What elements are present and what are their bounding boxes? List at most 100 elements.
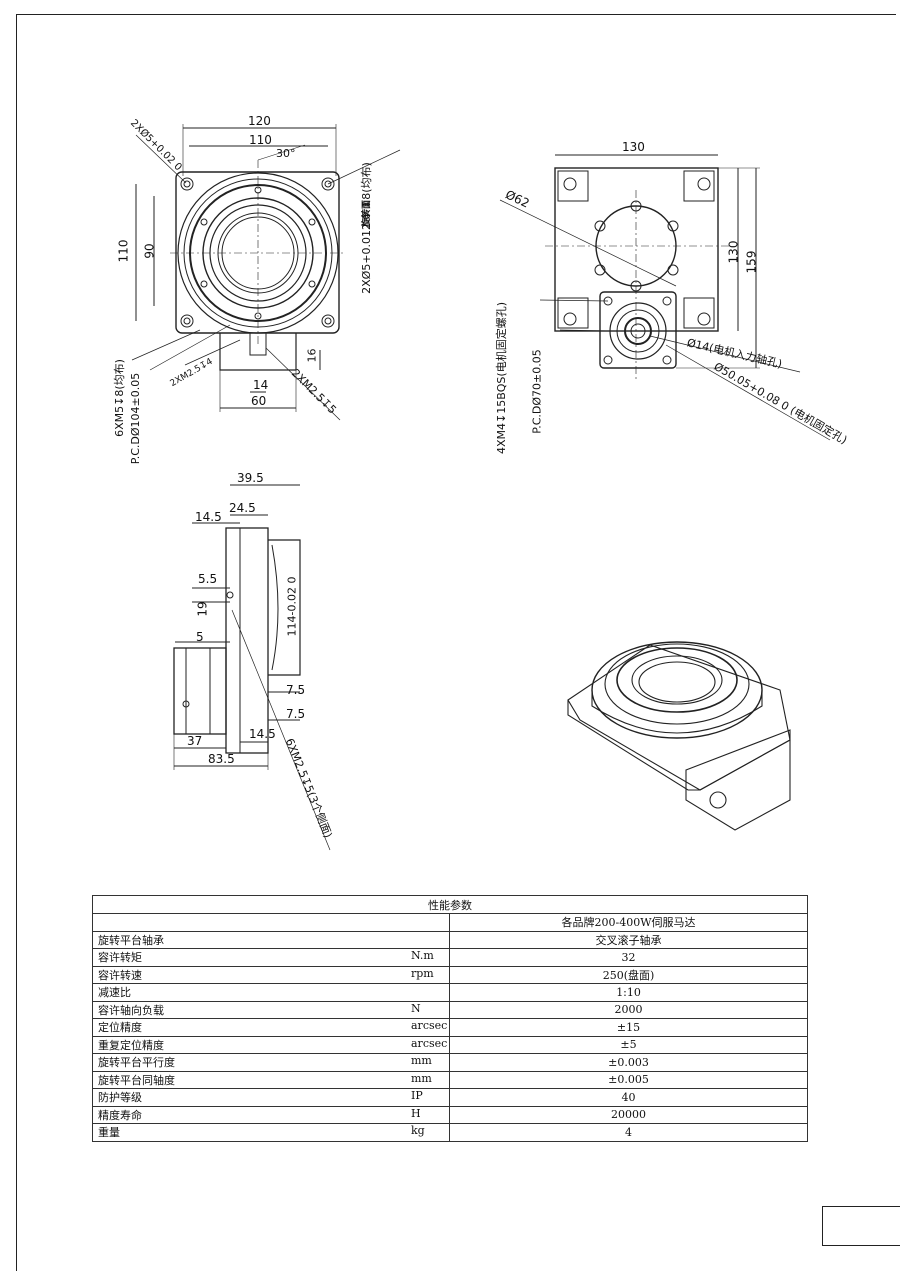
spec-row: 减速比 1:10 [91,983,808,1002]
dim-height-130: 130 [726,240,741,264]
note-threads-6: 6XM5↧8(均布) [112,359,126,437]
spec-value: 20000 [449,1105,808,1124]
spec-value: ±0.005 [449,1070,808,1089]
spec-row: 重复定位精度 arcsec±5 [91,1035,808,1054]
spec-label: 旋转平台平行度 [98,1056,175,1070]
dim-14-5-bottom: 14.5 [249,727,276,741]
spec-unit: mm [411,1054,432,1068]
note-marker: 旋转面 [362,199,373,228]
spec-table: 性能参数 各品牌200-400W伺服马达 旋转平台轴承 交叉滚子轴承容许转矩 N.m… [91,895,808,1142]
spec-header-empty [91,913,451,932]
spec-row-label-cell: 防护等级 IP [91,1088,451,1107]
spec-value: 40 [449,1088,808,1107]
top-right-view [499,154,831,441]
spec-unit: H [411,1106,421,1120]
spec-row: 旋转平台平行度 mm ±0.003 [91,1053,808,1072]
note-pin-holes-right: 2XØ5+0.012 0 ↧8(均布) [359,162,373,294]
dim-hole-spacing: 110 [249,133,272,147]
spec-row-label-cell: 减速比 [91,983,451,1002]
spec-value: ±5 [449,1035,808,1054]
spec-value: 交叉滚子轴承 [449,930,808,949]
spec-label: 旋转平台同轴度 [98,1073,175,1087]
spec-row-label-cell: 重复定位精度 arcsec [91,1035,451,1054]
drawing-labels: 120 110 30° 110 90 60 14 16 2XØ5+0.02 0 … [112,114,850,840]
spec-title: 性能参数 [92,895,808,914]
spec-label: 重量 [98,1126,120,1140]
spec-unit: arcsec [411,1036,448,1050]
spec-label: 减速比 [98,986,131,1000]
spec-row: 旋转平台同轴度 mm ±0.005 [91,1070,808,1089]
spec-unit: mm [411,1071,432,1085]
side-view [173,484,331,851]
spec-value: 4 [449,1123,808,1142]
spec-value: ±15 [449,1018,808,1037]
spec-label: 容许转矩 [98,951,142,965]
note-side-threads: 6XM2.5↧5(3个侧面) [282,736,335,840]
spec-row: 重量 kg 4 [91,1123,808,1142]
spec-row-label-cell: 重量 kg [91,1123,451,1142]
spec-label: 旋转平台轴承 [98,933,164,947]
spec-header-value: 各品牌200-400W伺服马达 [449,913,808,932]
dim-114: 114-0.02 0 [285,576,299,637]
spec-row-label-cell: 旋转平台平行度 mm [91,1053,451,1072]
dim-37: 37 [187,734,203,748]
spec-header-row: 各品牌200-400W伺服马达 [91,913,808,932]
dim-5: 5 [196,630,204,644]
spec-unit: N.m [411,949,434,963]
top-left-view [131,124,401,421]
spec-value: 32 [449,948,808,967]
spec-row-label-cell: 旋转平台轴承 [91,930,451,949]
spec-row-label-cell: 容许轴向负载 N [91,1000,451,1019]
note-pcd: P.C.DØ104±0.05 [129,372,143,465]
spec-label: 容许转速 [98,968,142,982]
spec-label: 重复定位精度 [98,1038,164,1052]
dim-overall-width: 120 [248,114,271,128]
dim-height-outer: 110 [116,239,131,263]
spec-unit: N [411,1001,421,1015]
dim-height-inner: 90 [142,243,157,259]
spec-unit: kg [411,1124,425,1138]
spec-unit: IP [411,1089,423,1103]
spec-label: 容许轴向负载 [98,1003,164,1017]
spec-row: 定位精度 arcsec±15 [91,1018,808,1037]
page-border [16,14,896,1271]
dim-24-5: 24.5 [229,501,256,515]
note-m2-5-right: 2XM2.5↧5 [288,366,339,417]
dim-angle: 30° [276,147,296,160]
note-pcd-70: P.C.DØ70±0.05 [530,349,544,434]
spec-unit: arcsec [411,1019,448,1033]
spec-row-label-cell: 定位精度 arcsec [91,1018,451,1037]
spec-label: 定位精度 [98,1021,142,1035]
spec-row: 防护等级 IP 40 [91,1088,808,1107]
note-m2-5-left: 2XM2.5↧4 [168,356,215,390]
spec-label: 防护等级 [98,1091,142,1105]
note-locating-hole: Ø50.05+0.08 0 (电机固定孔) [711,359,850,447]
dim-5-5: 5.5 [198,572,218,586]
dim-dia-62: Ø62 [503,187,532,211]
note-threads-4: 4XM4↧15BQS(电机固定螺孔) [495,301,509,455]
dim-width-130: 130 [622,140,645,154]
spec-value: 250(盘面) [449,965,808,984]
technical-drawing [131,124,831,851]
title-block-box [822,1206,900,1246]
spec-value: 1:10 [449,983,808,1002]
spec-row: 旋转平台轴承 交叉滚子轴承 [91,930,808,949]
dim-7-5-b: 7.5 [286,707,306,721]
spec-row-label-cell: 旋转平台同轴度 mm [91,1070,451,1089]
note-pin-holes-top: 2XØ5+0.02 0 [128,117,184,174]
spec-value: 2000 [449,1000,808,1019]
dim-14-5-top: 14.5 [195,510,222,524]
dim-height-159: 159 [744,250,759,274]
dim-39-5: 39.5 [237,471,264,485]
dim-bottom-width: 60 [251,394,267,408]
dim-bottom-height: 16 [305,348,319,363]
dim-83-5: 83.5 [208,752,235,766]
note-input-hole: Ø14(电机入力轴孔) [685,336,784,371]
spec-label: 精度寿命 [98,1108,142,1122]
spec-value: ±0.003 [449,1053,808,1072]
isometric-view [567,641,791,831]
dim-7-5-a: 7.5 [286,683,306,697]
